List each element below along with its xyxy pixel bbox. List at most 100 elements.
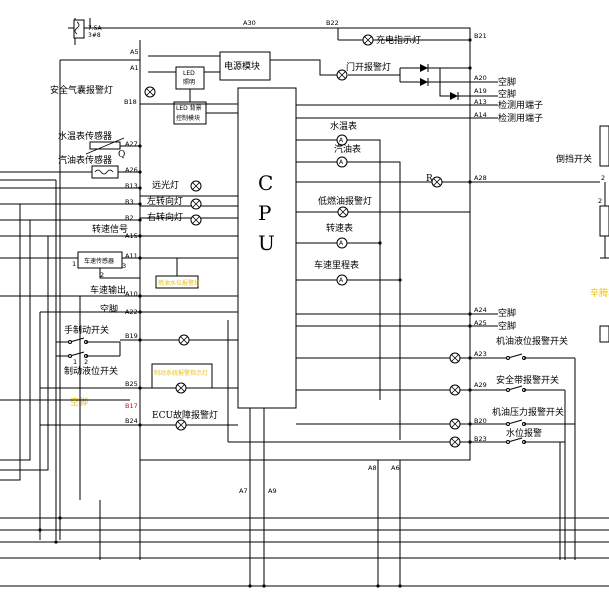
svg-text:A13: A13 — [474, 98, 487, 106]
left-verticals — [0, 59, 140, 540]
svg-text:A20: A20 — [474, 74, 487, 82]
svg-text:B24: B24 — [125, 417, 138, 425]
gauges-top: 水温表 A 汽油表 A — [296, 120, 401, 440]
oil-pressure-lamp-icon — [449, 418, 461, 430]
bottom-bus — [0, 358, 609, 587]
svg-text:充电指示灯: 充电指示灯 — [376, 34, 421, 46]
svg-text:车速输出: 车速输出 — [90, 284, 126, 296]
svg-text:低燃油报警灯: 低燃油报警灯 — [318, 195, 372, 207]
svg-text:检测用端子: 检测用端子 — [498, 112, 543, 124]
brake-system-lamp-icon — [175, 382, 187, 394]
svg-text:B3: B3 — [125, 198, 134, 206]
svg-text:门开报警灯: 门开报警灯 — [346, 61, 391, 73]
svg-text:空脚: 空脚 — [498, 88, 516, 100]
svg-text:车速传感器: 车速传感器 — [84, 257, 114, 265]
high-beam-lamp-icon — [190, 180, 202, 192]
gauges-right: 低燃油报警灯 转速表 A 车速里程表 A — [296, 195, 470, 286]
cpu-letter-u: U — [258, 231, 275, 255]
svg-text:辛腾车灯: 辛腾车灯 — [590, 287, 609, 299]
svg-text:B17: B17 — [125, 402, 138, 410]
svg-text:1: 1 — [73, 358, 77, 366]
svg-text:控制模块: 控制模块 — [176, 114, 200, 122]
svg-text:A1: A1 — [130, 64, 139, 72]
indicator-lamps — [144, 34, 461, 448]
svg-text:A19: A19 — [474, 87, 487, 95]
svg-text:B18: B18 — [124, 98, 137, 106]
cpu-module: C P U — [237, 87, 297, 409]
svg-text:水位报警: 水位报警 — [506, 427, 542, 439]
oil-level-lamp-icon — [449, 352, 461, 364]
svg-text:2: 2 — [601, 174, 605, 182]
svg-text:LED 背景: LED 背景 — [176, 104, 202, 112]
svg-text:汽油表: 汽油表 — [334, 143, 361, 155]
svg-text:倒挡开关: 倒挡开关 — [556, 153, 592, 165]
low-fuel-lamp-icon — [337, 206, 349, 218]
top-row: A30 B22 B21 充电指示灯 — [243, 19, 487, 46]
svg-text:A15: A15 — [125, 232, 138, 240]
speed-signal: 转速信号 A15 — [0, 223, 238, 240]
led-modules: LED 照明 LED 背景 控制模块 — [173, 66, 238, 125]
svg-text:机油压力报警开关: 机油压力报警开关 — [492, 406, 564, 418]
svg-text:LED: LED — [183, 70, 195, 77]
junctions — [38, 38, 472, 588]
svg-text:A: A — [339, 277, 344, 284]
svg-text:A28: A28 — [474, 174, 487, 182]
ecu-lamp-icon — [175, 419, 187, 431]
svg-text:A: A — [339, 240, 344, 247]
fuse: 7.5A 3#8 — [73, 19, 103, 39]
svg-text:A26: A26 — [125, 166, 138, 174]
svg-text:电源模块: 电源模块 — [224, 60, 260, 72]
svg-text:车速里程表: 车速里程表 — [314, 259, 359, 271]
svg-text:转速信号: 转速信号 — [92, 223, 128, 235]
brake-warning-group: 制动系统报警指示灯 B25 空脚 B17 — [0, 363, 238, 410]
svg-text:空脚: 空脚 — [70, 396, 88, 408]
svg-text:B22: B22 — [326, 19, 339, 27]
right-pins-lower: A24 A25 空脚 空脚 机油液位报警开关 A23 安全带报警开关 A29 机… — [227, 306, 575, 444]
svg-text:A29: A29 — [474, 381, 487, 389]
svg-text:制动系统报警指示灯: 制动系统报警指示灯 — [154, 369, 208, 377]
svg-text:A8: A8 — [368, 464, 377, 472]
svg-text:A11: A11 — [125, 252, 138, 260]
svg-text:右转向灯: 右转向灯 — [147, 211, 183, 223]
svg-text:ECU故障报警灯: ECU故障报警灯 — [152, 409, 218, 421]
cpu-letter-p: P — [258, 201, 271, 225]
svg-text:机油液位报警开关: 机油液位报警开关 — [496, 335, 568, 347]
charge-lamp-icon — [362, 34, 374, 46]
door-lamp-group: 门开报警灯 — [270, 59, 470, 100]
svg-text:B20: B20 — [474, 417, 487, 425]
svg-text:A23: A23 — [474, 350, 487, 358]
svg-text:空脚: 空脚 — [498, 76, 516, 88]
svg-text:B23: B23 — [474, 435, 487, 443]
svg-text:安全气囊报警灯: 安全气囊报警灯 — [50, 84, 113, 96]
svg-text:转速表: 转速表 — [326, 222, 353, 234]
bottom-pins: A8 A6 A7 A9 — [239, 408, 401, 585]
svg-text:A27: A27 — [125, 140, 138, 148]
left-pins-top: A5 A1 B18 安全气囊报警灯 — [50, 48, 238, 106]
right-turn-lamp-icon — [190, 214, 202, 226]
svg-text:Q: Q — [118, 150, 125, 160]
svg-text:A10: A10 — [125, 290, 138, 298]
svg-text:A: A — [339, 159, 344, 166]
svg-text:A24: A24 — [474, 306, 487, 314]
svg-text:检测用端子: 检测用端子 — [498, 99, 543, 111]
svg-text:A7: A7 — [239, 487, 248, 495]
right-edge: 辛腾车灯 — [590, 287, 609, 343]
svg-text:燃油水位报警灯: 燃油水位报警灯 — [158, 279, 200, 287]
brake-lamp-icon — [178, 334, 190, 346]
svg-text:空脚: 空脚 — [498, 320, 516, 332]
svg-text:A: A — [339, 137, 344, 144]
svg-text:水温表传感器: 水温表传感器 — [58, 130, 112, 142]
svg-text:水温表: 水温表 — [330, 120, 357, 132]
power-module: 电源模块 — [219, 51, 271, 81]
svg-text:左转向灯: 左转向灯 — [147, 195, 183, 207]
door-lamp-icon — [336, 69, 348, 81]
svg-text:照明: 照明 — [183, 79, 195, 86]
svg-text:A22: A22 — [125, 308, 138, 316]
svg-text:汽油表传感器: 汽油表传感器 — [58, 154, 112, 166]
svg-text:2: 2 — [84, 358, 88, 366]
svg-text:B13: B13 — [125, 182, 138, 190]
reverse-group: R A28 倒挡开关 2 2 — [296, 125, 609, 259]
svg-text:B19: B19 — [125, 332, 138, 340]
svg-text:安全带报警开关: 安全带报警开关 — [496, 374, 559, 386]
